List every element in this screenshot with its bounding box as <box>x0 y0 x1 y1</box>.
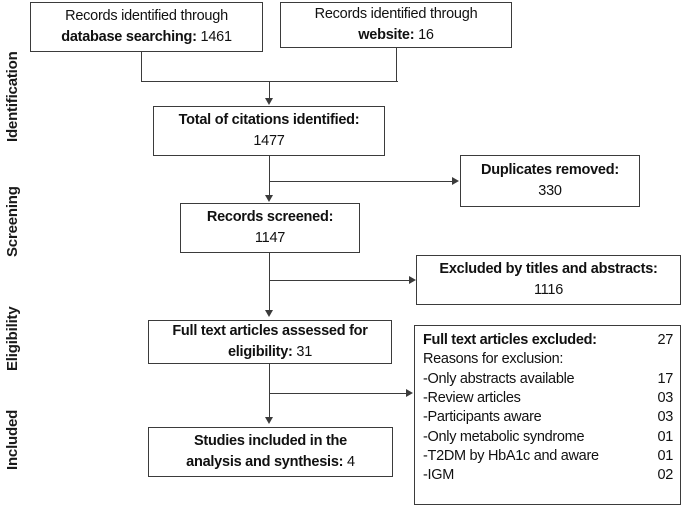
exclusion-reason-row: -T2DM by HbA1c and aware 01 <box>423 447 673 466</box>
box-full-text-articles-assessed: Full text articles assessed for eligibil… <box>148 320 392 364</box>
arrow-fulltext-to-included <box>265 417 273 424</box>
connector-fulltext-to-exclusions <box>269 393 407 395</box>
connector-fulltext-to-included <box>269 363 271 418</box>
exclusions-header-row: Full text articles excluded: 27 <box>423 331 673 350</box>
box-website-value: 16 <box>418 27 434 43</box>
box-excluded-titles-label: Excluded by titles and abstracts: <box>439 260 658 277</box>
exclusion-reason-row: -IGM 02 <box>423 466 673 485</box>
connector-screened-to-fulltext <box>269 253 271 311</box>
box-fulltext-line2-label: eligibility: <box>227 344 293 360</box>
exclusion-reason-value: 17 <box>657 370 673 387</box>
stage-label-identification: Identification <box>4 51 21 142</box>
exclusion-reason-label: -Only metabolic syndrome <box>423 428 585 445</box>
box-duplicates-value: 330 <box>538 183 562 199</box>
box-excluded-by-titles-and-abstracts: Excluded by titles and abstracts: 1116 <box>416 255 681 305</box>
box-included-line2-label: analysis and synthesis: <box>186 454 344 470</box>
connector-total-to-duplicates <box>269 181 453 183</box>
exclusions-subheader-row: Reasons for exclusion: <box>423 350 673 369</box>
exclusion-reason-row: -Only abstracts available 17 <box>423 370 673 389</box>
exclusion-reason-label: -Review articles <box>423 389 521 406</box>
connector-total-to-screened <box>269 156 271 196</box>
box-fulltext-value: 31 <box>296 344 313 360</box>
box-website-line2-label: website: <box>358 27 415 43</box>
exclusion-reason-row: -Review articles 03 <box>423 389 673 408</box>
exclusions-subheader-label: Reasons for exclusion: <box>423 351 564 368</box>
box-full-text-articles-excluded: Full text articles excluded: 27 Reasons … <box>414 325 681 505</box>
exclusion-reason-label: -Participants aware <box>423 409 542 426</box>
exclusion-reason-row: -Only metabolic syndrome 01 <box>423 428 673 447</box>
connector-screened-to-excluded <box>269 280 410 282</box>
stage-label-included: Included <box>4 409 21 470</box>
arrow-to-duplicates <box>452 177 459 185</box>
box-website-line1: Records identified through <box>314 5 478 22</box>
box-excluded-titles-value: 1116 <box>533 282 564 298</box>
exclusion-reason-value: 01 <box>657 428 673 445</box>
box-records-screened: Records screened: 1147 <box>180 203 360 253</box>
arrow-to-excluded-titles <box>409 276 416 284</box>
box-total-citations-identified: Total of citations identified: 1477 <box>153 106 385 156</box>
box-records-identified-website: Records identified through website: 16 <box>280 2 512 48</box>
exclusion-reason-label: -Only abstracts available <box>423 370 575 387</box>
arrow-merge-to-total <box>265 98 273 105</box>
exclusion-reason-value: 02 <box>657 467 673 484</box>
box-total-citations-label: Total of citations identified: <box>178 111 360 128</box>
box-database-value: 1461 <box>200 29 233 45</box>
box-records-screened-value: 1147 <box>254 230 286 246</box>
exclusion-reason-row: -Participants aware 03 <box>423 408 673 427</box>
exclusions-header-value: 27 <box>657 332 673 348</box>
box-database-line1: Records identified through <box>65 7 228 24</box>
exclusion-reason-value: 03 <box>657 409 673 426</box>
connector-website-down <box>396 48 398 82</box>
exclusion-reason-value: 01 <box>657 447 673 464</box>
box-duplicates-removed: Duplicates removed: 330 <box>460 155 640 207</box>
arrow-to-exclusions-list <box>406 389 413 397</box>
box-records-screened-label: Records screened: <box>206 208 334 225</box>
box-included-value: 4 <box>347 454 355 470</box>
box-records-identified-database: Records identified through database sear… <box>30 2 263 52</box>
box-studies-included: Studies included in the analysis and syn… <box>148 427 393 477</box>
exclusions-header-label: Full text articles excluded: <box>423 332 597 348</box>
box-database-line2-label: database searching: <box>61 29 197 45</box>
exclusion-reason-label: -IGM <box>423 467 455 484</box>
connector-database-down <box>141 52 143 82</box>
box-fulltext-line1: Full text articles assessed for <box>172 322 368 339</box>
exclusion-reason-value: 03 <box>657 389 673 406</box>
stage-label-screening: Screening <box>4 186 21 257</box>
arrow-total-to-screened <box>265 195 273 202</box>
arrow-screened-to-fulltext <box>265 310 273 317</box>
exclusion-reason-label: -T2DM by HbA1c and aware <box>423 447 599 464</box>
connector-merge-to-total <box>269 81 271 99</box>
stage-label-eligibility: Eligibility <box>4 306 21 371</box>
box-included-line1: Studies included in the <box>194 432 347 449</box>
box-duplicates-label: Duplicates removed: <box>481 161 619 178</box>
box-total-citations-value: 1477 <box>253 133 285 149</box>
